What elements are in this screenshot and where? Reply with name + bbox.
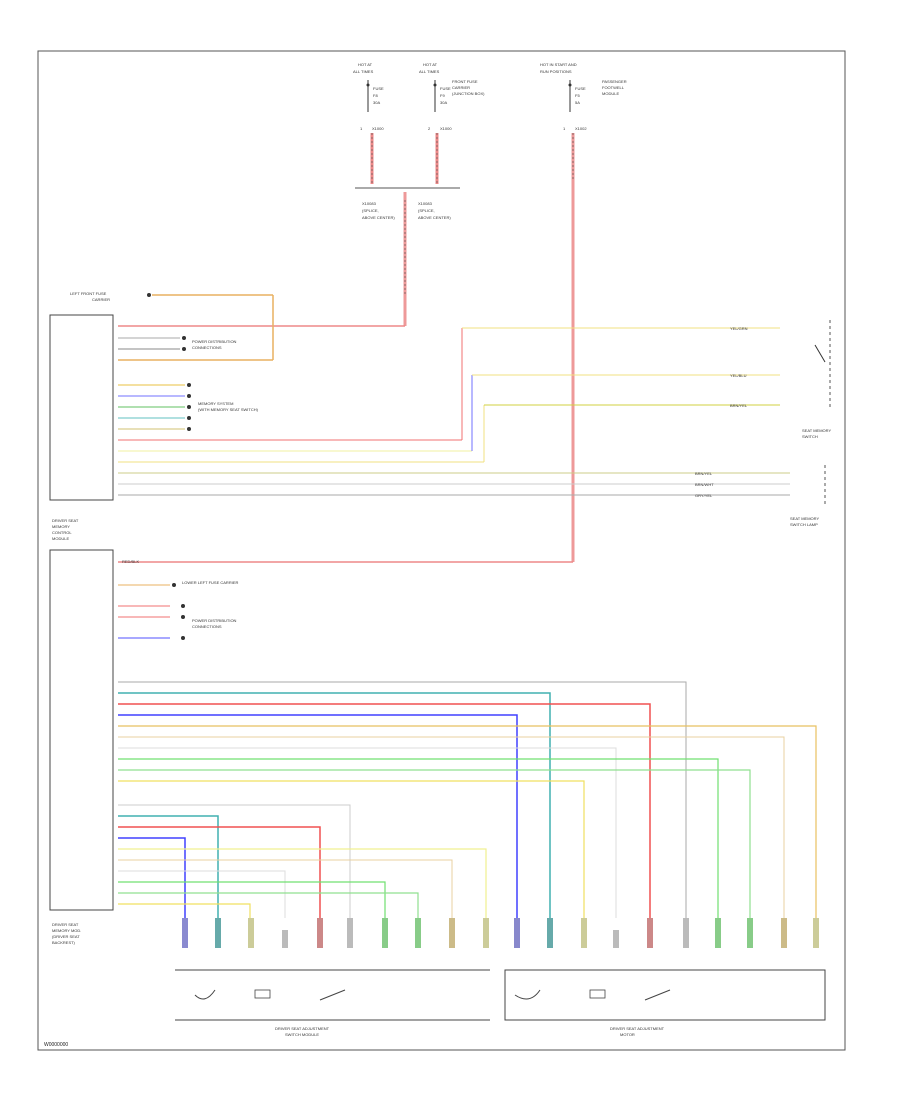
- svg-text:LOWER LEFT FUSE CARRIER: LOWER LEFT FUSE CARRIER: [182, 580, 238, 585]
- svg-text:CONTROL: CONTROL: [52, 530, 72, 535]
- svg-text:HOT IN START AND: HOT IN START AND: [540, 62, 577, 67]
- svg-text:FRONT FUSE: FRONT FUSE: [452, 79, 478, 84]
- footer-code: W0000000: [44, 1042, 68, 1048]
- svg-text:DRIVER SEAT ADJUSTMENT: DRIVER SEAT ADJUSTMENT: [275, 1026, 330, 1031]
- svg-text:MODULE: MODULE: [52, 536, 69, 541]
- svg-text:ALL TIMES: ALL TIMES: [419, 69, 440, 74]
- motor-wires: [118, 681, 817, 918]
- right-seat-motor: DRIVER SEAT ADJUSTMENT MOTOR: [504, 969, 826, 1037]
- svg-text:X1002: X1002: [575, 126, 587, 131]
- svg-text:(SPLICE,: (SPLICE,: [362, 208, 379, 213]
- svg-text:CARRIER: CARRIER: [452, 85, 470, 90]
- page-frame: [37, 50, 846, 1051]
- svg-text:(WITH MEMORY SEAT SWITCH): (WITH MEMORY SEAT SWITCH): [198, 407, 259, 412]
- svg-text:MOTOR: MOTOR: [620, 1032, 635, 1037]
- svg-text:30A: 30A: [440, 100, 447, 105]
- svg-text:DRIVER SEAT: DRIVER SEAT: [52, 518, 79, 523]
- seat-module-box-lower: [49, 549, 114, 911]
- svg-text:SWITCH MODULE: SWITCH MODULE: [285, 1032, 319, 1037]
- svg-text:DRIVER SEAT: DRIVER SEAT: [52, 922, 79, 927]
- seat-module-box-upper: [49, 314, 114, 501]
- svg-text:1: 1: [360, 126, 363, 131]
- svg-text:SEAT MEMORY: SEAT MEMORY: [790, 516, 819, 521]
- fuse-block-area: HOT AT ALL TIMES HOT AT ALL TIMES HOT IN…: [353, 62, 627, 220]
- svg-text:SEAT MEMORY: SEAT MEMORY: [802, 428, 831, 433]
- svg-text:YEL/BLU: YEL/BLU: [730, 373, 747, 378]
- svg-text:5A: 5A: [575, 100, 580, 105]
- svg-text:SWITCH: SWITCH: [802, 434, 818, 439]
- svg-text:FUSE: FUSE: [440, 86, 451, 91]
- svg-text:DRIVER SEAT ADJUSTMENT: DRIVER SEAT ADJUSTMENT: [610, 1026, 665, 1031]
- svg-text:CONNECTIONS: CONNECTIONS: [192, 624, 222, 629]
- middle-connector-wires: RED/BLK LOWER LEFT FUSE CARRIER POWER DI…: [118, 559, 238, 640]
- svg-text:X10083: X10083: [418, 201, 433, 206]
- svg-text:LEFT FRONT FUSE: LEFT FRONT FUSE: [70, 291, 107, 296]
- svg-text:30A: 30A: [373, 100, 380, 105]
- svg-text:FUSE: FUSE: [373, 86, 384, 91]
- left-fuse-link: LEFT FRONT FUSE CARRIER: [70, 291, 274, 361]
- svg-text:YEL/GRN: YEL/GRN: [730, 326, 748, 331]
- left-seat-motor: DRIVER SEAT ADJUSTMENT SWITCH MODULE: [175, 969, 490, 1037]
- svg-text:MODULE: MODULE: [602, 91, 619, 96]
- svg-text:X1000: X1000: [372, 126, 384, 131]
- power-feed-wires: [118, 133, 575, 563]
- svg-text:GRY/YEL: GRY/YEL: [695, 493, 713, 498]
- svg-text:MEMORY SYSTEM: MEMORY SYSTEM: [198, 401, 233, 406]
- svg-text:BACKREST): BACKREST): [52, 940, 76, 945]
- svg-text:2: 2: [428, 126, 431, 131]
- svg-text:1: 1: [563, 126, 566, 131]
- svg-text:PASSENGER: PASSENGER: [602, 79, 627, 84]
- svg-text:CONNECTIONS: CONNECTIONS: [192, 345, 222, 350]
- svg-text:X1000: X1000: [440, 126, 452, 131]
- svg-text:F8: F8: [373, 93, 378, 98]
- upper-connector-wires: POWER DISTRIBUTION CONNECTIONS MEMORY SY…: [118, 327, 790, 496]
- svg-text:RUN POSITIONS: RUN POSITIONS: [540, 69, 572, 74]
- svg-text:HOT AT: HOT AT: [423, 62, 438, 67]
- svg-text:X10083: X10083: [362, 201, 377, 206]
- motor-connector-stubs: [182, 918, 819, 948]
- svg-text:ABOVE CENTER): ABOVE CENTER): [418, 215, 451, 220]
- svg-text:BRN/YEL: BRN/YEL: [695, 471, 713, 476]
- svg-text:BRN/YEL: BRN/YEL: [730, 403, 748, 408]
- svg-text:MEMORY MOD.: MEMORY MOD.: [52, 928, 81, 933]
- svg-text:CARRIER: CARRIER: [92, 297, 110, 302]
- svg-text:BRN/WHT: BRN/WHT: [695, 482, 714, 487]
- svg-text:ALL TIMES: ALL TIMES: [353, 69, 374, 74]
- svg-text:F9: F9: [440, 93, 445, 98]
- svg-text:FUSE: FUSE: [575, 86, 586, 91]
- svg-text:POWER DISTRIBUTION: POWER DISTRIBUTION: [192, 618, 237, 623]
- right-switch-area: YEL/GRN YEL/BLU BRN/YEL BRN/YEL BRN/WHT …: [695, 320, 831, 527]
- svg-text:RED/BLK: RED/BLK: [122, 559, 139, 564]
- svg-text:(SPLICE,: (SPLICE,: [418, 208, 435, 213]
- svg-text:FOOTWELL: FOOTWELL: [602, 85, 625, 90]
- svg-text:MEMORY: MEMORY: [52, 524, 70, 529]
- svg-text:(DRIVER SEAT: (DRIVER SEAT: [52, 934, 80, 939]
- svg-text:HOT AT: HOT AT: [358, 62, 373, 67]
- svg-text:POWER DISTRIBUTION: POWER DISTRIBUTION: [192, 339, 237, 344]
- svg-text:(JUNCTION BOX): (JUNCTION BOX): [452, 91, 485, 96]
- svg-text:SWITCH LAMP: SWITCH LAMP: [790, 522, 818, 527]
- svg-text:F5: F5: [575, 93, 580, 98]
- svg-text:ABOVE CENTER): ABOVE CENTER): [362, 215, 395, 220]
